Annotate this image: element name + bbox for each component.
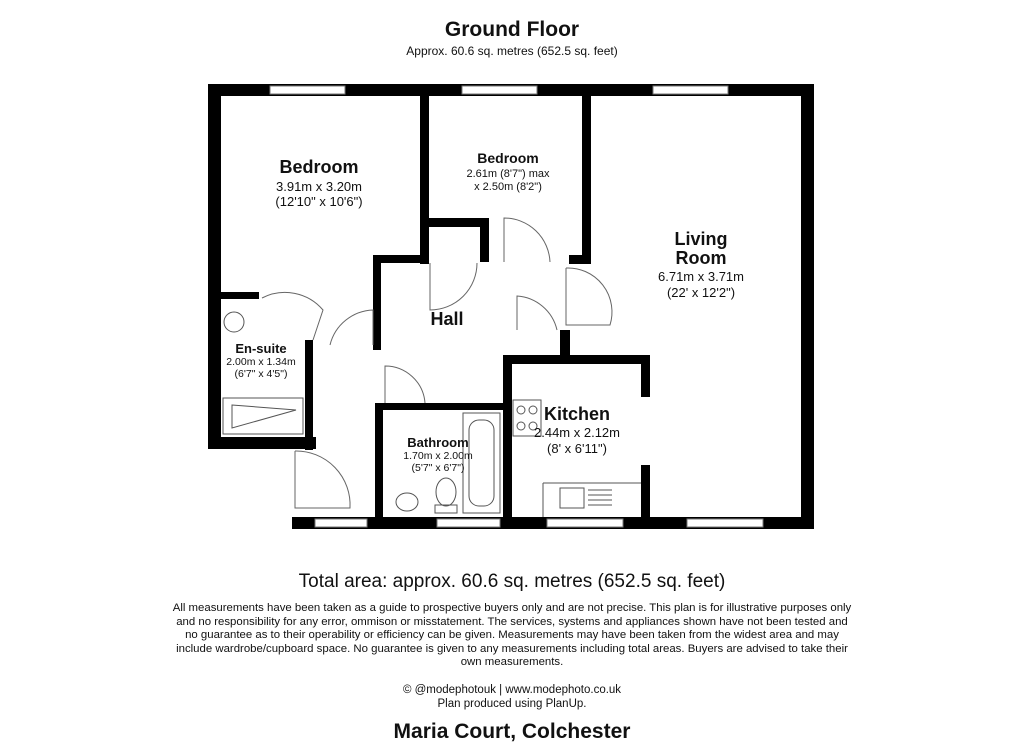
- bathroom-dims-imperial: (5'7" x 6'7"): [412, 462, 465, 474]
- bathroom-dims: 1.70m x 2.00m: [403, 450, 473, 462]
- kitchen-dims-imperial: (8' x 6'11"): [547, 441, 607, 456]
- living-name-2: Room: [676, 248, 727, 268]
- hob-icon: [512, 399, 542, 437]
- bedroom2-dims-imperial: x 2.50m (8'2"): [474, 181, 542, 193]
- doors: [261, 217, 613, 509]
- drainer-icon: [588, 489, 612, 506]
- ensuite-bath-icon: [222, 397, 304, 435]
- bathroom-bath-inner-icon: [468, 419, 495, 507]
- bedroom1-dims: 3.91m x 3.20m: [276, 179, 362, 194]
- bedroom2-dims: 2.61m (8'7") max: [466, 168, 550, 180]
- bathroom-name: Bathroom: [407, 435, 468, 450]
- disclaimer-text: All measurements have been taken as a gu…: [172, 602, 852, 669]
- kitchen-name: Kitchen: [544, 404, 610, 424]
- plan-title: Ground Floor: [444, 18, 580, 41]
- toilet-icon: [435, 477, 457, 507]
- fixtures: [222, 311, 641, 517]
- living-name-1: Living: [675, 229, 728, 249]
- bathroom-basin-icon: [395, 492, 419, 512]
- bedroom1-name: Bedroom: [279, 157, 358, 177]
- ensuite-name: En-suite: [235, 341, 286, 356]
- total-area: Total area: approx. 60.6 sq. metres (652…: [298, 571, 726, 592]
- ensuite-bath-shape-icon: [231, 404, 297, 429]
- hall-name: Hall: [430, 309, 463, 329]
- credit-line: © @modephotouk | www.modephoto.co.uk: [402, 684, 622, 696]
- property-address: Maria Court, Colchester: [393, 720, 631, 743]
- sink-icon: [559, 487, 585, 509]
- interior-walls: [221, 96, 650, 520]
- living-dims-imperial: (22' x 12'2"): [667, 285, 735, 300]
- windows: [269, 85, 764, 528]
- room-labels: Bedroom 3.91m x 3.20m (12'10" x 10'6") B…: [226, 150, 744, 474]
- toilet-cistern-icon: [434, 504, 458, 514]
- ensuite-basin-icon: [223, 311, 245, 333]
- bedroom2-name: Bedroom: [477, 150, 538, 166]
- plan-subtitle: Approx. 60.6 sq. metres (652.5 sq. feet): [406, 44, 618, 58]
- ensuite-dims-imperial: (6'7" x 4'5"): [235, 368, 288, 380]
- ensuite-dims: 2.00m x 1.34m: [226, 356, 296, 368]
- kitchen-dims: 2.44m x 2.12m: [534, 425, 620, 440]
- plan-credit-line: Plan produced using PlanUp.: [437, 698, 587, 710]
- bedroom1-dims-imperial: (12'10" x 10'6"): [275, 194, 362, 209]
- bathroom-bath-icon: [462, 412, 501, 514]
- living-dims: 6.71m x 3.71m: [658, 269, 744, 284]
